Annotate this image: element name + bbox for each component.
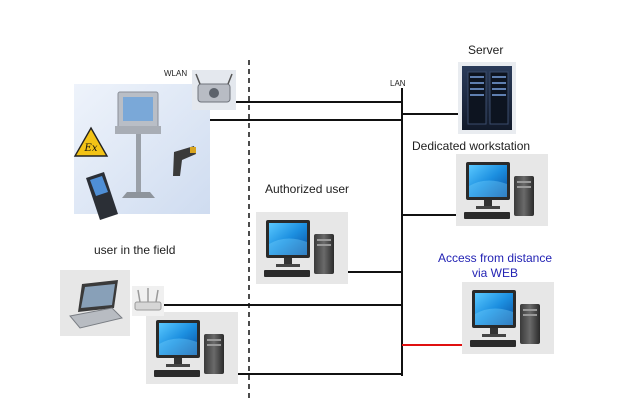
handheld-terminal-icon: [86, 172, 118, 220]
lan-label: LAN: [390, 79, 406, 88]
field-workstation-icon: [146, 312, 238, 384]
dedicated-workstation-icon: [456, 154, 548, 226]
field-panel: Ex: [73, 84, 210, 220]
remote-access-line2: via WEB: [471, 266, 518, 280]
laptop-icon: [60, 270, 130, 336]
authorized-user-label: Authorized user: [265, 182, 350, 196]
wlan-label: WLAN: [164, 69, 188, 78]
remote-access-label: Access from distance via WEB: [432, 251, 558, 281]
dedicated-workstation-label: Dedicated workstation: [412, 139, 531, 153]
authorized-user-workstation-icon: [256, 212, 348, 284]
barcode-scanner-icon: [173, 146, 196, 176]
server-label: Server: [468, 43, 504, 57]
access-point-icon: [132, 286, 164, 316]
user-in-field-label: user in the field: [94, 243, 176, 257]
svg-text:Ex: Ex: [84, 143, 98, 154]
remote-access-line1: Access from distance: [437, 251, 553, 265]
terminal-station-icon: [115, 91, 161, 198]
atex-ex-icon: Ex: [73, 126, 109, 157]
wifi-router-icon: [192, 70, 236, 110]
server-rack-icon: [458, 62, 516, 134]
remote-workstation-icon: [462, 282, 554, 354]
